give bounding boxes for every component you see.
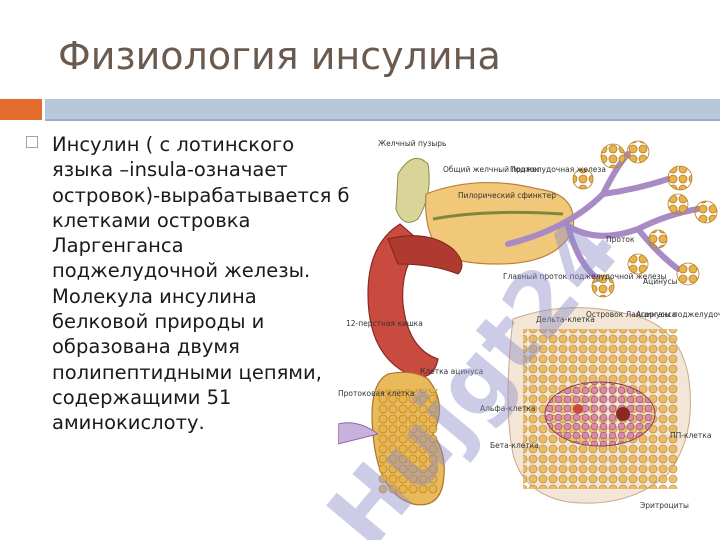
- title-divider-line: [45, 119, 720, 121]
- label-common-bile-duct: Общий желчный проток: [443, 165, 540, 174]
- label-main-duct: Главный проток поджелудочной железы: [503, 272, 667, 281]
- label-islet: Островок Лангерганса: [586, 310, 676, 319]
- label-pancreas: Поджелудочная железа: [510, 165, 606, 174]
- islet-section: [507, 307, 691, 504]
- body-paragraph: Инсулин ( с лотинского языка –insula-озн…: [52, 133, 350, 435]
- label-pp-cell: ПП-клетка: [670, 431, 711, 440]
- pancreas-anatomy-illustration: Желчный пузырь Общий желчный проток Подж…: [337, 134, 720, 518]
- label-alpha-cell: Альфа-клетка: [480, 404, 536, 413]
- label-duct: Проток: [606, 235, 635, 244]
- acinus-section: [337, 371, 445, 506]
- pancreas-gross-anatomy: [367, 157, 575, 378]
- label-gallbladder: Желчный пузырь: [378, 139, 446, 148]
- label-erythrocytes: Эритроциты: [640, 501, 689, 510]
- label-acinar-cell: Клетка ацинуса: [420, 367, 483, 376]
- duct-tree: [505, 140, 718, 298]
- title-divider-bar: [45, 99, 720, 120]
- label-duodenum: 12-перстная кишка: [346, 319, 423, 328]
- title-accent-bar: [0, 99, 42, 120]
- label-beta-cell: Бета-клетка: [490, 441, 539, 450]
- slide-title: Физиология инсулина: [58, 34, 501, 78]
- label-pyloric-sphincter: Пилорический сфинктер: [458, 191, 556, 200]
- label-duct-cell: Протоковая клетка: [338, 389, 414, 398]
- label-acini-pancreas: Ацинусы поджелудочной железы: [636, 310, 720, 319]
- label-acini: Ацинусы: [643, 277, 678, 286]
- bullet-marker-icon: [26, 136, 38, 148]
- label-delta-cell: Дельта-клетка: [536, 315, 595, 324]
